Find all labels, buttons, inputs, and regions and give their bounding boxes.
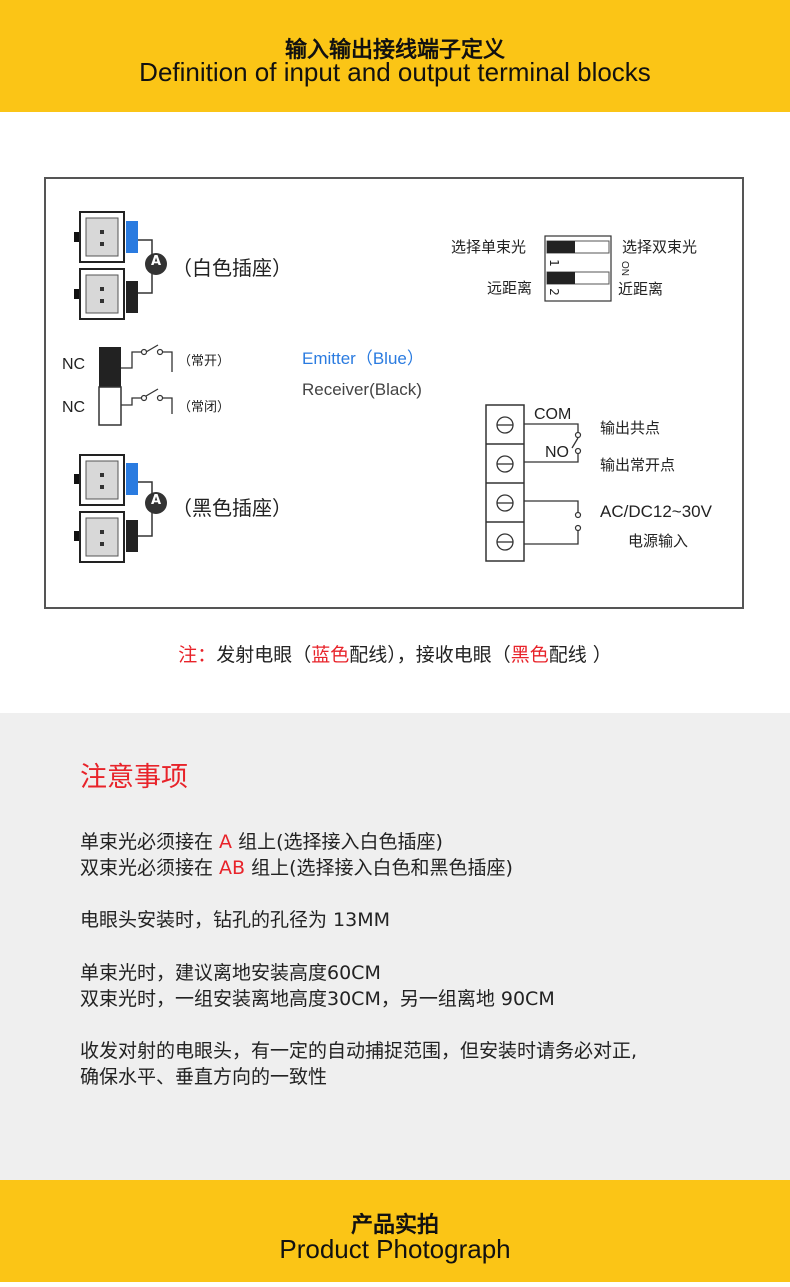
blue-wire-block — [126, 221, 138, 253]
header-banner: 输入输出接线端子定义 Definition of input and outpu… — [0, 0, 790, 112]
precaution-line-2-c: 组上(选择接入白色和黑色插座) — [245, 857, 513, 879]
screw-icon — [496, 416, 514, 434]
connector-lower-2 — [74, 511, 138, 563]
nc-label-bottom: NC — [62, 399, 86, 416]
precaution-line-2-group: AB — [219, 857, 246, 879]
nc-relay-block — [98, 344, 173, 426]
wiring-diagram-frame — [44, 177, 744, 609]
note-prefix: 注： — [178, 644, 217, 666]
screw-icon — [496, 494, 514, 512]
terminal-no-label: NO — [545, 444, 569, 461]
white-socket-label: （白色插座） — [172, 256, 292, 280]
note-black-word: 黑色 — [510, 644, 549, 666]
precaution-line-7: 确保水平、垂直方向的一致性 — [80, 1066, 328, 1088]
black-socket-label: （黑色插座） — [172, 496, 292, 520]
black-socket-group — [74, 454, 167, 563]
power-input-wiring — [524, 500, 582, 545]
note-text-3: 配线 ） — [548, 644, 612, 666]
precaution-line-1-c: 组上(选择接入白色插座) — [232, 831, 443, 853]
precaution-line-3: 电眼头安装时，钻孔的孔径为 13MM — [80, 909, 391, 931]
precaution-line-2-a: 双束光必须接在 — [80, 857, 220, 879]
output-common-label: 输出共点 — [600, 419, 661, 437]
precautions-title: 注意事项 — [80, 762, 188, 793]
output-no-label: 输出常开点 — [600, 456, 676, 474]
dip-on-label: ON — [619, 261, 630, 276]
header-title-en: Definition of input and output terminal … — [139, 57, 651, 87]
dip-switch-2-number: 2 — [546, 288, 561, 296]
precaution-line-2: 双束光必须接在 AB 组上(选择接入白色和黑色插座) — [80, 855, 513, 881]
terminal-block — [485, 404, 582, 562]
blue-wire-block-2 — [126, 463, 138, 495]
wiring-diagram-graphics — [74, 211, 612, 563]
normally-closed-switch-icon — [121, 388, 173, 414]
power-voltage-label: AC/DC12~30V — [600, 502, 712, 521]
socket-a-badge — [145, 253, 167, 275]
socket-a-badge-2 — [145, 492, 167, 514]
normally-closed-label: （常闭） — [178, 400, 231, 415]
dip-switch-1-number: 1 — [546, 259, 561, 267]
nc-label-top: NC — [62, 356, 86, 373]
precaution-line-4: 单束光时，建议离地安装高度60CM — [80, 962, 381, 984]
relay-contact-icon — [524, 423, 582, 463]
note-text-1: 发射电眼（ — [216, 644, 312, 666]
power-input-label: 电源输入 — [628, 532, 689, 550]
footer-title-cn: 产品实拍 — [350, 1213, 439, 1238]
dip-switch — [544, 235, 612, 302]
connector-upper-2 — [74, 454, 138, 506]
connector-lower — [74, 268, 138, 320]
precaution-line-6: 收发对射的电眼头，有一定的自动捕捉范围，但安装时请务必对正, — [80, 1040, 638, 1062]
screw-icon — [496, 455, 514, 473]
footer-title-en: Product Photograph — [279, 1234, 511, 1264]
white-socket-group — [74, 211, 167, 320]
socket-a-letter: A — [150, 254, 162, 269]
precaution-line-1: 单束光必须接在 A 组上(选择接入白色插座) — [80, 829, 443, 855]
dip-double-beam-label: 选择双束光 — [622, 238, 698, 256]
wiring-note: 注：发射电眼（蓝色配线），接收电眼（黑色配线 ） — [0, 640, 790, 667]
emitter-label: Emitter（Blue） — [302, 349, 424, 368]
footer-banner: 产品实拍 Product Photograph — [0, 1180, 790, 1282]
receiver-label: Receiver(Black) — [302, 380, 422, 399]
socket-a-letter-2: A — [150, 493, 162, 508]
black-wire-block — [126, 281, 138, 313]
screw-icon — [496, 533, 514, 551]
precaution-line-1-a: 单束光必须接在 — [80, 831, 220, 853]
note-blue-word: 蓝色 — [311, 644, 350, 666]
precautions-section: 注意事项 单束光必须接在 A 组上(选择接入白色插座) 双束光必须接在 AB 组… — [0, 713, 790, 1180]
dip-far-label: 远距离 — [487, 279, 533, 297]
note-text-2: 配线），接收电眼（ — [349, 644, 511, 666]
normally-open-switch-icon — [121, 344, 173, 372]
dip-near-label: 近距离 — [618, 280, 664, 298]
header-title-cn: 输入输出接线端子定义 — [284, 38, 505, 63]
precaution-line-1-group: A — [219, 831, 233, 853]
connector-upper — [74, 211, 138, 263]
dip-single-beam-label: 选择单束光 — [451, 238, 527, 256]
black-wire-block-2 — [126, 520, 138, 552]
normally-open-label: （常开） — [178, 354, 231, 369]
precaution-line-5: 双束光时，一组安装离地高度30CM，另一组离地 90CM — [80, 988, 555, 1010]
terminal-com-label: COM — [534, 406, 572, 423]
